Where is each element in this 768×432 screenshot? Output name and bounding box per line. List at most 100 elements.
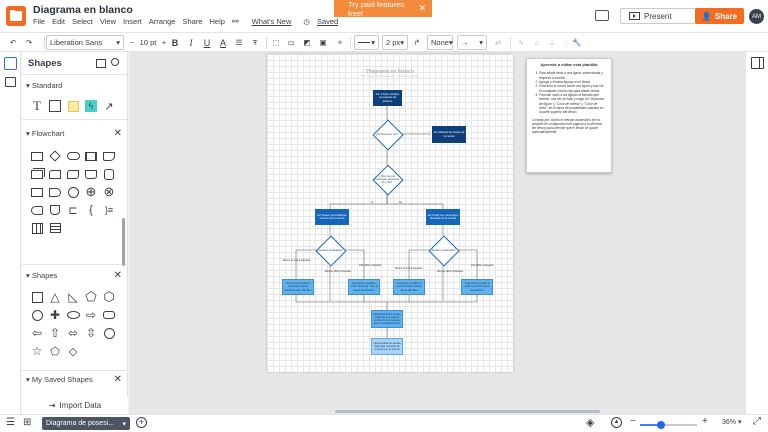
flow-node[interactable]: Ad: Nuevo concordantes envieno de la cue…: [315, 209, 349, 225]
arrow-end-select[interactable]: →▾: [457, 35, 487, 50]
menu-view[interactable]: View: [99, 17, 117, 26]
star-shape[interactable]: ☆: [31, 344, 43, 358]
document-title[interactable]: Diagrama en blanco: [33, 4, 133, 16]
chevron-down-icon[interactable]: ▾: [738, 419, 742, 426]
wrench-icon[interactable]: 🔧: [572, 38, 582, 47]
comment-icon[interactable]: [595, 10, 609, 21]
zoom-slider-knob[interactable]: [656, 421, 665, 429]
diagram-title[interactable]: Diagrama en blanco: [366, 69, 414, 75]
triangle-shape[interactable]: △: [50, 290, 60, 304]
layers-icon[interactable]: ◈: [586, 417, 595, 429]
document-shape[interactable]: [100, 147, 118, 165]
line-width-select[interactable]: 2 px▾: [382, 35, 408, 50]
arrow-up-shape[interactable]: ⇧: [49, 326, 61, 340]
decision-node[interactable]: ¿Cuarens empleados?: [429, 236, 457, 264]
avatar[interactable]: AM: [749, 9, 764, 24]
whats-new-link[interactable]: What's New: [251, 17, 292, 26]
zoom-slider[interactable]: [640, 421, 697, 429]
text-shape[interactable]: T: [33, 98, 41, 113]
binoculars-icon[interactable]: ⚯: [231, 17, 239, 26]
decision-shape[interactable]: [46, 147, 64, 165]
line-style-select[interactable]: ▾: [354, 35, 379, 50]
section-shapes[interactable]: ▾ Shapes✕: [26, 270, 122, 281]
square-shape[interactable]: [28, 288, 46, 306]
small-pentagon-shape[interactable]: ⬠: [50, 345, 60, 358]
brace-shape[interactable]: {: [89, 204, 93, 216]
grid-view-icon[interactable]: ⊞: [23, 417, 32, 428]
swimlane-shape[interactable]: [28, 219, 46, 237]
manual-operation-shape[interactable]: [82, 165, 100, 183]
menu-arrange[interactable]: Arrange: [148, 17, 176, 26]
app-logo-icon[interactable]: [6, 6, 26, 26]
image-icon[interactable]: [96, 59, 106, 68]
arrow-line-shape[interactable]: ↗: [104, 100, 114, 113]
decision-node[interactable]: ¿Tsino de una convocean elecciones (th y…: [373, 165, 401, 193]
text-options-icon[interactable]: Ŧ: [252, 38, 258, 47]
border-color-icon[interactable]: ▭: [287, 38, 295, 47]
diagram-subtitle[interactable]: Haz clic aquí para añadir texto · Arrast…: [360, 75, 420, 78]
hotspot-shape[interactable]: ϟ: [82, 97, 100, 115]
font-size-input[interactable]: 10 pt: [139, 38, 157, 47]
arrow-left-shape[interactable]: ⇦: [31, 326, 43, 340]
decision-node[interactable]: ¿Te Nuevas de ref.?: [373, 120, 401, 148]
annotation-shape[interactable]: ⊏: [68, 204, 78, 217]
redo-icon[interactable]: ↷: [25, 38, 33, 47]
arrow-right-shape[interactable]: ⇨: [85, 308, 97, 322]
section-flowchart[interactable]: ▾ Flowchart✕: [26, 128, 122, 139]
predefined-process-shape[interactable]: [82, 147, 100, 165]
plus-icon[interactable]: +: [161, 38, 167, 47]
rounded-rect-shape[interactable]: [100, 306, 118, 324]
close-icon[interactable]: ✕: [113, 128, 122, 139]
lock-icon[interactable]: ⌂: [534, 38, 540, 47]
line-type-icon[interactable]: ↱: [413, 38, 421, 47]
arrow-start-select[interactable]: None▾: [427, 35, 453, 50]
display-shape[interactable]: [28, 201, 46, 219]
fill-icon[interactable]: ⬚: [272, 38, 280, 47]
templates-icon[interactable]: [5, 77, 16, 87]
image-style-icon[interactable]: ▣: [319, 38, 327, 47]
bold-icon[interactable]: B: [171, 37, 179, 48]
close-icon[interactable]: ✕: [418, 3, 426, 13]
flow-node[interactable]: Oportunidad de ventas recorrida a la col…: [371, 310, 403, 328]
flow-node[interactable]: Ad: Nodo vez convocaron decitiado de la …: [426, 209, 460, 225]
terminator-shape[interactable]: [64, 147, 82, 165]
menu-share[interactable]: Share: [182, 17, 203, 26]
off-page-reference-shape[interactable]: [46, 201, 64, 219]
flow-node[interactable]: Segmento enviado a repreocurrens cliente…: [393, 279, 425, 295]
shadow-icon[interactable]: ◩: [303, 38, 311, 47]
navigate-icon[interactable]: ▲: [611, 417, 622, 428]
preparation-shape[interactable]: [64, 165, 82, 183]
diagram-page[interactable]: Diagrama en blanco Haz clic aquí para añ…: [267, 54, 513, 372]
or-shape[interactable]: ⊕: [85, 184, 97, 199]
italic-icon[interactable]: I: [189, 37, 193, 48]
note-shape[interactable]: [64, 97, 82, 115]
minus-icon[interactable]: −: [129, 38, 135, 47]
menu-file[interactable]: File: [33, 17, 46, 26]
chevron-down-icon[interactable]: ▾: [122, 420, 126, 428]
undo-icon[interactable]: ↶: [9, 38, 17, 47]
section-my-saved-shapes[interactable]: ▾ My Saved Shapes✕: [26, 374, 122, 385]
hexagon-shape[interactable]: ⬡: [103, 289, 115, 304]
menu-help[interactable]: Help: [209, 17, 225, 26]
zoom-out-icon[interactable]: −: [630, 416, 636, 427]
flow-node[interactable]: Segmento enviado a usds comercial lanza …: [461, 279, 493, 295]
cross-shape[interactable]: ✚: [49, 308, 61, 322]
flow-node[interactable]: Ad: adónele la proveer de la cuenta: [432, 126, 466, 143]
brace-note-shape[interactable]: }≡: [104, 205, 114, 215]
flow-node[interactable]: Segmento enviado a usds comercial. Solo …: [348, 279, 380, 295]
font-family-select[interactable]: Liberation Sans▾: [46, 35, 124, 50]
align-text-icon[interactable]: ☰: [235, 38, 243, 47]
promo-text[interactable]: Try paid features free!: [348, 0, 404, 18]
rectangle-shape[interactable]: [46, 97, 64, 115]
multi-document-shape[interactable]: [28, 165, 46, 183]
table-shape[interactable]: [46, 219, 64, 237]
underline-icon[interactable]: U: [203, 37, 211, 48]
zoom-in-icon[interactable]: +: [702, 416, 708, 427]
section-standard[interactable]: ▾ Standard: [26, 81, 122, 90]
swap-icon[interactable]: ⇄: [494, 38, 502, 47]
flow-node[interactable]: Segmento enviado a respuesta cliente lam…: [282, 279, 314, 295]
off-page-shape[interactable]: [28, 183, 46, 201]
pentagon-shape[interactable]: ⬠: [85, 289, 97, 304]
share-button[interactable]: 👤Share: [695, 8, 744, 24]
more-icon[interactable]: ⋮: [562, 38, 570, 47]
